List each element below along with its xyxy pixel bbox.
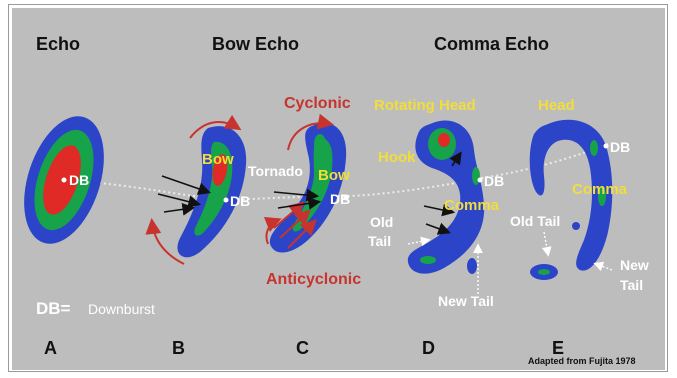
- diagram-panel: Echo Bow Echo Comma Echo DB Bow DB: [12, 8, 665, 370]
- arrow-d-2: [426, 224, 448, 232]
- echo-b: Bow DB: [152, 122, 250, 264]
- new-label-e: New: [620, 257, 649, 273]
- new-tail-label-d: New Tail: [438, 293, 494, 309]
- echo-e: Head Comma Old Tail New Tail DB: [510, 97, 649, 293]
- tail-label-d: Tail: [368, 233, 391, 249]
- arrow-e-old-tail: [544, 232, 548, 254]
- echo-d-comma-green: [472, 167, 480, 185]
- echo-e-blob: [572, 222, 580, 230]
- rotating-head-label: Rotating Head: [374, 97, 476, 114]
- db-label-d: DB: [484, 173, 504, 189]
- bow-label-b: Bow: [202, 151, 234, 168]
- head-label-e: Head: [538, 97, 575, 114]
- db-point-e: [604, 144, 609, 149]
- echo-diagram: Echo Bow Echo Comma Echo DB Bow DB: [12, 8, 665, 370]
- echo-d-head-core: [438, 133, 450, 147]
- db-label-a: DB: [69, 172, 89, 188]
- hook-label: Hook: [378, 149, 416, 166]
- credit-text: Adapted from Fujita 1978: [528, 356, 636, 366]
- db-label-b: DB: [230, 193, 250, 209]
- panel-letter-d: D: [422, 338, 435, 358]
- header-bow-echo: Bow Echo: [212, 34, 299, 54]
- arrow-e-new-tail: [596, 264, 612, 270]
- anticyclonic-label: Anticyclonic: [266, 271, 361, 288]
- db-point-a: [62, 178, 67, 183]
- bow-label-c: Bow: [318, 167, 350, 184]
- echo-c-outer: [270, 123, 346, 253]
- echo-e-head-green: [590, 140, 598, 156]
- old-label-d: Old: [370, 214, 393, 230]
- cyclonic-label: Cyclonic: [284, 95, 351, 112]
- header-comma-echo: Comma Echo: [434, 34, 549, 54]
- echo-d-tail-green: [420, 256, 436, 264]
- echo-c: Cyclonic Anticyclonic Tornado Bow DB: [248, 95, 361, 288]
- header-echo: Echo: [36, 34, 80, 54]
- arrow-b-3: [164, 208, 192, 212]
- panel-letter-b: B: [172, 338, 185, 358]
- panel-letter-e: E: [552, 338, 564, 358]
- panel-letter-c: C: [296, 338, 309, 358]
- db-label-e: DB: [610, 139, 630, 155]
- old-tail-label-e: Old Tail: [510, 213, 560, 229]
- echo-d: Rotating Head Hook Comma Old Tail New Ta…: [368, 97, 504, 309]
- comma-label-e: Comma: [572, 181, 628, 198]
- db-point-d: [478, 178, 483, 183]
- echo-c-head-core: [314, 134, 326, 154]
- echo-a: DB: [12, 106, 119, 254]
- db-point-b: [224, 198, 229, 203]
- legend-key: DB=: [36, 299, 71, 318]
- tail-label-e: Tail: [620, 277, 643, 293]
- panel-letter-a: A: [44, 338, 57, 358]
- tornado-label: Tornado: [248, 163, 303, 179]
- legend-definition: Downburst: [88, 301, 155, 317]
- echo-d-new-tail: [467, 258, 477, 274]
- arrow-d-old-tail: [408, 240, 428, 244]
- arrow-b-2: [158, 194, 198, 204]
- echo-e-old-tail-green: [538, 269, 550, 275]
- comma-label-d: Comma: [444, 197, 500, 214]
- db-label-c: DB: [330, 191, 350, 207]
